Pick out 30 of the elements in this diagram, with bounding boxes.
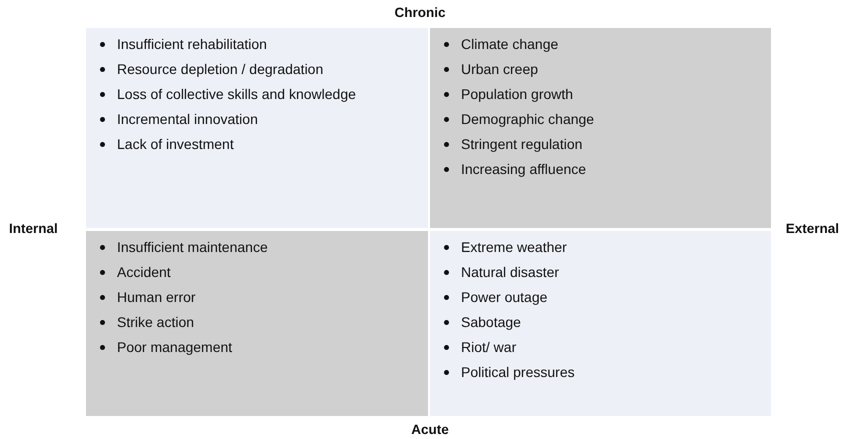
list-item: Increasing affluence — [461, 160, 586, 179]
list-item: Human error — [117, 288, 196, 307]
axis-label: Chronic — [394, 5, 446, 20]
quadrant-box — [86, 28, 428, 228]
list-item: Sabotage — [461, 313, 521, 332]
list-item: Accident — [117, 263, 171, 282]
axis-label: External — [786, 221, 839, 236]
list-item: Population growth — [461, 85, 574, 104]
quadrant-box — [430, 28, 771, 228]
list-item: Insufficient maintenance — [117, 238, 268, 257]
list-item: Strike action — [117, 313, 194, 332]
list-item: Natural disaster — [461, 263, 560, 282]
list-item: Extreme weather — [461, 238, 567, 257]
list-item: Urban creep — [461, 60, 538, 79]
list-item: Demographic change — [461, 110, 594, 129]
list-item: Stringent regulation — [461, 135, 582, 154]
list-item: Incremental innovation — [117, 110, 258, 129]
list-item: Insufficient rehabilitation — [117, 35, 267, 54]
list-item: Riot/ war — [461, 338, 516, 357]
list-item: Political pressures — [461, 363, 575, 382]
axis-label: Acute — [411, 422, 449, 437]
list-item: Climate change — [461, 35, 558, 54]
list-item: Power outage — [461, 288, 548, 307]
quadrant-box — [86, 231, 428, 416]
list-item: Poor management — [117, 338, 232, 357]
list-item: Resource depletion / degradation — [117, 60, 324, 79]
quadrant-box — [430, 231, 771, 416]
list-item: Loss of collective skills and knowledge — [117, 85, 356, 104]
axis-label: Internal — [9, 221, 58, 236]
list-item: Lack of investment — [117, 135, 234, 154]
